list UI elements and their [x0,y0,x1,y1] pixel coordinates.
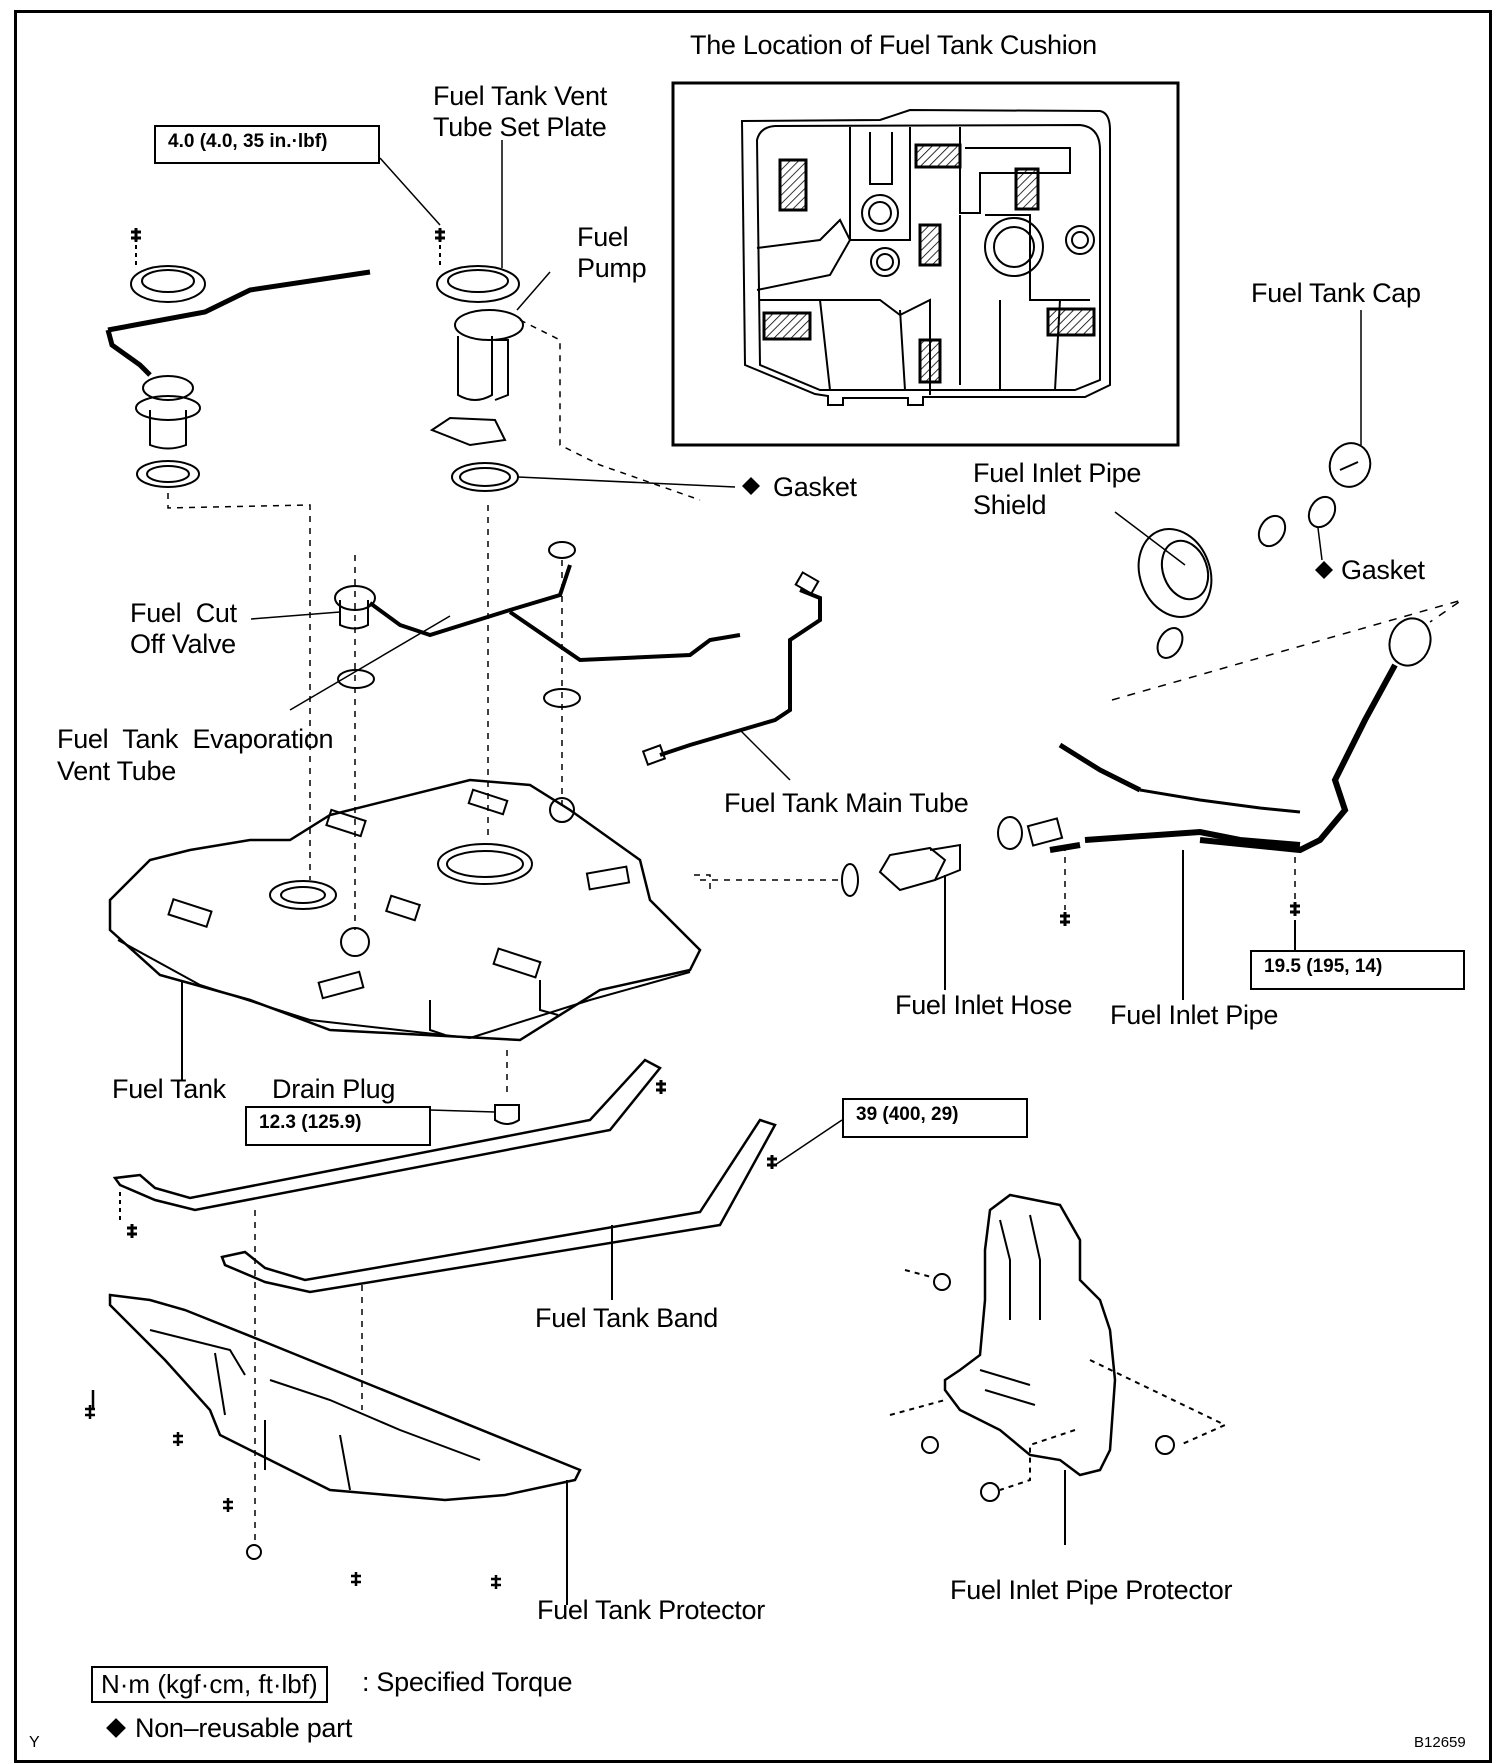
inset-title: The Location of Fuel Tank Cushion [690,30,1097,60]
tank-top-outline [740,108,1111,406]
cushion-inset [671,81,1180,447]
label-inlet-hose: Fuel Inlet Hose [895,990,1073,1020]
label-vent-tube-set-plate-2: Tube Set Plate [433,112,607,142]
label-fuel-cut-off-valve-1: Fuel Cut [130,598,237,628]
cushion-pads [762,143,1096,384]
diamond-icon [106,1717,126,1738]
fuel-inlet-assembly [841,442,1463,1000]
label-inlet-pipe-protector: Fuel Inlet Pipe Protector [950,1575,1233,1605]
label-fuel-tank: Fuel Tank [112,1074,226,1104]
label-fuel-tank-cap: Fuel Tank Cap [1251,278,1421,308]
label-fuel-pump-2: Pump [577,253,647,283]
label-main-tube: Fuel Tank Main Tube [724,788,969,818]
label-fuel-pump-1: Fuel [577,222,629,252]
legend-non-reusable: Non–reusable part [106,1713,353,1744]
inset-border [671,81,1180,447]
inlet-hose-part [878,846,947,892]
diamond-icon-cap-gasket [1315,561,1333,579]
label-fuel-cut-off-valve-2: Off Valve [130,629,236,659]
label-inlet-pipe-shield-2: Shield [973,490,1047,520]
drain-plug-part [494,1104,520,1125]
bolt-icon [435,228,445,242]
diamond-icon-pump-gasket [742,477,760,495]
label-inlet-pipe: Fuel Inlet Pipe [1110,1000,1279,1030]
shield-part [1137,528,1213,618]
legend-torque-unit-box: N·m (kgf·cm, ft·lbf) [91,1666,328,1703]
figure-id: B12659 [1414,1734,1466,1751]
fuel-tank [108,778,840,1080]
label-evaporation-vent-tube-1: Fuel Tank Evaporation [57,724,334,754]
left-vent-assembly [105,228,371,880]
torque-spec-tank-band-bolt: 39 (400, 29) [842,1098,1028,1138]
label-tank-protector: Fuel Tank Protector [537,1595,765,1625]
label-gasket-cap: Gasket [1341,555,1425,585]
vent-tubes [334,541,822,930]
label-evaporation-vent-tube-2: Vent Tube [57,756,176,786]
label-drain-plug: Drain Plug [272,1074,396,1104]
leader-lines [250,140,1362,1166]
label-inlet-pipe-shield-1: Fuel Inlet Pipe [973,458,1142,488]
corner-mark: Y [29,1734,40,1751]
label-tank-band: Fuel Tank Band [535,1303,718,1333]
torque-spec-inlet-pipe-bolt: 19.5 (195, 14) [1250,950,1465,990]
legend-torque-desc: : Specified Torque [362,1667,573,1697]
fuel-tank-protector-part [85,1293,582,1605]
tank-bands [112,1050,777,1545]
inlet-pipe-protector-part [889,1193,1228,1545]
fuel-pump-assembly [429,228,701,840]
label-gasket-pump: Gasket [773,472,857,502]
bolt-icon [131,228,141,242]
fuel-cap-part [1328,442,1372,488]
label-vent-tube-set-plate-1: Fuel Tank Vent [433,81,607,111]
torque-spec-drain-plug: 12.3 (125.9) [245,1106,431,1146]
legend-non-reusable-text: Non–reusable part [135,1713,353,1743]
torque-spec-vent-plate-bolt: 4.0 (4.0, 35 in.·lbf) [154,125,380,164]
